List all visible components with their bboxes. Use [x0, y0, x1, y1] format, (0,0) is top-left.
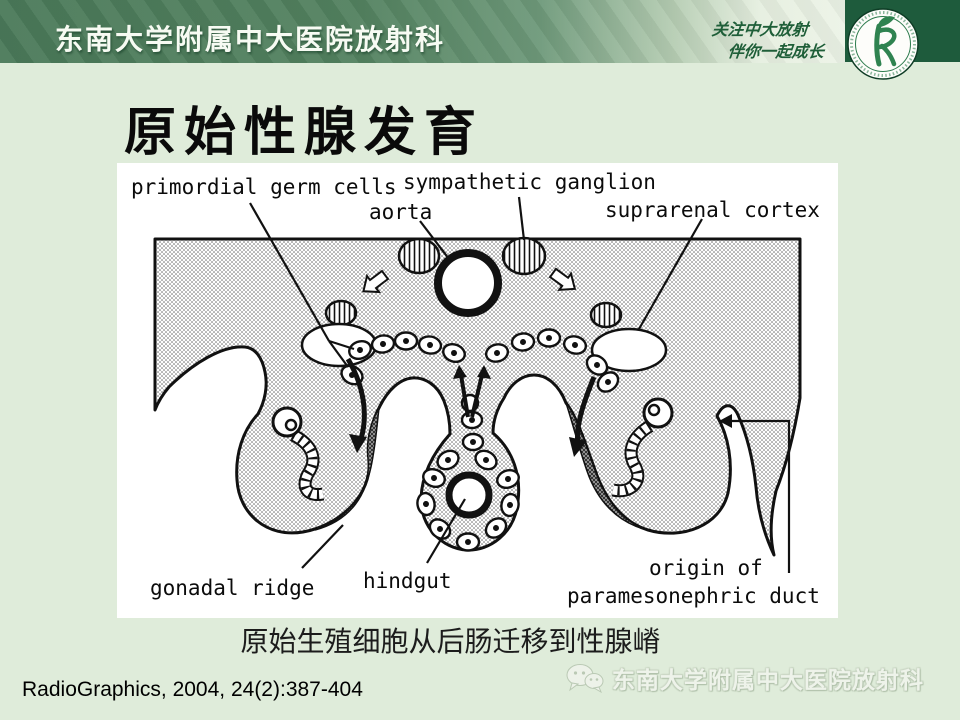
label-hindgut: hindgut [363, 569, 452, 593]
label-suprarenal-cortex: suprarenal cortex [605, 198, 820, 222]
header-slogan-line1: 关注中大放射 [710, 22, 809, 39]
label-gonadal-ridge: gonadal ridge [150, 576, 314, 600]
left-migrating-ganglion-cell [324, 299, 358, 327]
label-sympathetic-ganglion: sympathetic ganglion [403, 170, 656, 194]
left-outline-arrow-icon [362, 269, 390, 294]
embryology-diagram: primordial germ cells sympathetic gangli… [117, 163, 838, 618]
diagram-caption: 原始生殖细胞从后肠迁移到性腺嵴 [240, 626, 661, 657]
right-suprarenal-cortex [590, 327, 668, 373]
right-mesonephric-duct [611, 397, 674, 498]
aorta-vessel [434, 249, 502, 317]
label-paramesonephric-duct: paramesonephric duct [567, 584, 820, 608]
left-migration-arrow [345, 357, 367, 453]
left-sympathetic-ganglion [397, 237, 441, 275]
right-migrating-ganglion-cell [589, 301, 623, 329]
stalk-up-arrows [453, 365, 491, 418]
header-bar [0, 0, 845, 63]
label-origin-of: origin of [649, 556, 763, 580]
right-migration-arrow [569, 376, 597, 457]
hindgut-lumen [445, 471, 493, 519]
wechat-icon [566, 664, 604, 693]
page-title: 原始性腺发育 [124, 104, 485, 162]
label-aorta: aorta [369, 200, 432, 224]
paramesonephric-arrowhead [719, 414, 732, 428]
label-primordial-germ-cells: primordial germ cells [131, 175, 397, 199]
watermark: 东南大学附属中大医院放射科 [566, 661, 924, 695]
reference-citation: RadioGraphics, 2004, 24(2):387-404 [22, 678, 363, 701]
right-sympathetic-ganglion [501, 236, 547, 276]
right-gonadal-ridge-crescent [565, 402, 649, 531]
watermark-text: 东南大学附属中大医院放射科 [612, 667, 924, 693]
primordial-germ-cells [340, 328, 620, 552]
left-mesonephric-duct [271, 406, 325, 502]
radiology-logo-icon [845, 4, 921, 80]
header-department-title: 东南大学附属中大医院放射科 [55, 24, 446, 55]
right-outline-arrow-icon [548, 267, 577, 292]
left-gonadal-ridge-crescent [314, 407, 380, 531]
leader-lines [249, 196, 791, 573]
header-slogan-line2: 伴你一起成长 [726, 44, 825, 61]
